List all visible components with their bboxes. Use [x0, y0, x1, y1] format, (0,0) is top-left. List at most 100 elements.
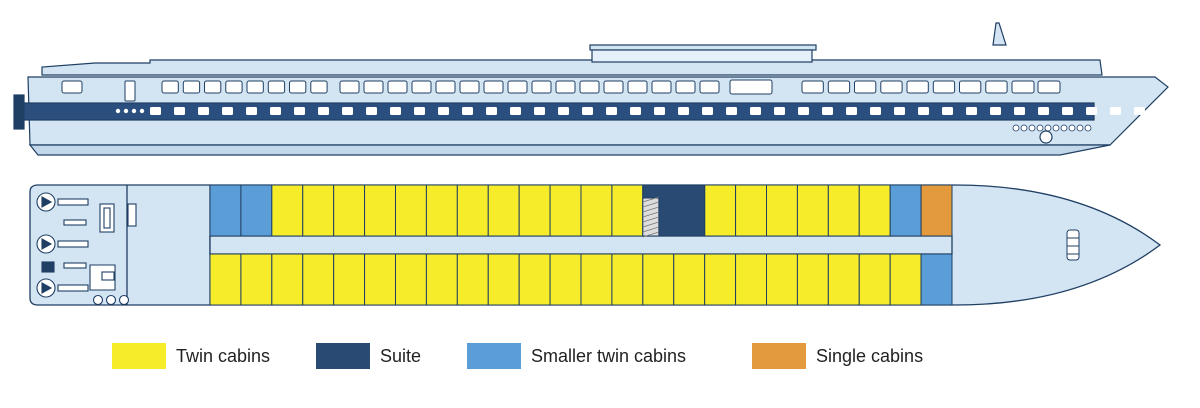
porthole — [1060, 124, 1068, 132]
upper-window — [339, 80, 360, 94]
upper-window — [363, 80, 384, 94]
cabin-twin — [333, 184, 366, 237]
mast — [992, 22, 1007, 46]
ship-emblem — [1039, 130, 1053, 144]
porthole — [678, 107, 689, 115]
porthole — [1076, 124, 1084, 132]
sun-deck-canopy — [591, 49, 813, 63]
porthole — [174, 107, 185, 115]
upper-window — [699, 80, 720, 94]
porthole — [702, 107, 713, 115]
cabin-twin — [271, 184, 304, 237]
bow-equipment — [1066, 229, 1080, 261]
corridor — [209, 235, 953, 255]
upper-window — [854, 80, 877, 94]
door — [124, 80, 136, 102]
porthole — [270, 107, 281, 115]
porthole — [222, 107, 233, 115]
porthole — [966, 107, 977, 115]
tank — [105, 294, 117, 306]
porthole — [726, 107, 737, 115]
cabin-twin — [364, 184, 396, 237]
upper-window — [985, 80, 1008, 94]
legend: Twin cabins Suite Smaller twin cabins Si… — [0, 342, 1200, 372]
upper-deck-superstructure — [41, 59, 1103, 76]
porthole — [438, 107, 449, 115]
hatch-line — [642, 201, 659, 208]
cabin-twin — [456, 253, 489, 306]
upper-window — [459, 80, 480, 94]
ship-side-view — [13, 22, 1169, 156]
porthole — [558, 107, 569, 115]
porthole — [294, 107, 305, 115]
propeller-arrow — [41, 196, 53, 208]
porthole — [1062, 107, 1073, 115]
cabin-row-port — [209, 184, 953, 238]
upper-window — [507, 80, 528, 94]
stair-hatch — [642, 197, 660, 237]
upper-window — [579, 80, 600, 94]
upper-window — [675, 80, 696, 94]
upper-window — [531, 80, 552, 94]
porthole — [1012, 124, 1020, 132]
upper-window — [246, 80, 264, 94]
cabin-twin — [395, 184, 427, 237]
upper-window — [555, 80, 576, 94]
cabin-smaller — [920, 253, 953, 306]
porthole — [246, 107, 257, 115]
upper-window — [289, 80, 307, 94]
upper-window — [880, 80, 903, 94]
upper-window — [435, 80, 456, 94]
cabin-twin — [487, 184, 520, 237]
porthole — [534, 107, 545, 115]
upper-window — [225, 80, 243, 94]
cabin-single — [920, 184, 953, 237]
porthole — [1086, 107, 1097, 115]
porthole — [750, 107, 761, 115]
cabin-twin — [209, 253, 242, 306]
cabin-twin — [364, 253, 396, 306]
porthole — [654, 107, 665, 115]
porthole — [414, 107, 425, 115]
cabin-twin — [858, 184, 891, 237]
porthole — [486, 107, 497, 115]
porthole — [630, 107, 641, 115]
cabin-twin — [456, 184, 489, 237]
cabin-twin — [549, 253, 582, 306]
cabin-twin — [240, 253, 273, 306]
hatch-line — [642, 196, 659, 203]
upper-window — [906, 80, 929, 94]
hatch-line — [642, 211, 659, 218]
porthole — [990, 107, 1001, 115]
upper-window — [1011, 80, 1035, 94]
porthole — [1110, 107, 1121, 115]
porthole — [582, 107, 593, 115]
shaft — [57, 284, 89, 292]
porthole — [1068, 124, 1076, 132]
cabin-smaller — [209, 184, 242, 237]
legend-swatch-smaller — [467, 343, 521, 369]
porthole — [139, 108, 145, 114]
ladder — [127, 203, 137, 227]
cabin-twin — [395, 253, 427, 306]
deck-plan — [29, 184, 1162, 306]
porthole — [123, 108, 129, 114]
utility-unit — [101, 271, 115, 281]
cabin-twin — [735, 253, 768, 306]
legend-item-smaller: Smaller twin cabins — [467, 342, 686, 370]
porthole — [1052, 124, 1060, 132]
porthole — [918, 107, 929, 115]
upper-window — [827, 80, 851, 94]
cabin-twin — [302, 253, 335, 306]
cabin-twin — [796, 253, 829, 306]
cabin-twin — [827, 253, 860, 306]
porthole — [198, 107, 209, 115]
porthole — [1038, 107, 1049, 115]
cabin-twin — [549, 184, 582, 237]
shaft — [57, 240, 89, 248]
upper-window — [1037, 80, 1061, 94]
upper-window — [182, 80, 201, 94]
hatch-line — [642, 221, 659, 228]
cabin-twin — [333, 253, 366, 306]
